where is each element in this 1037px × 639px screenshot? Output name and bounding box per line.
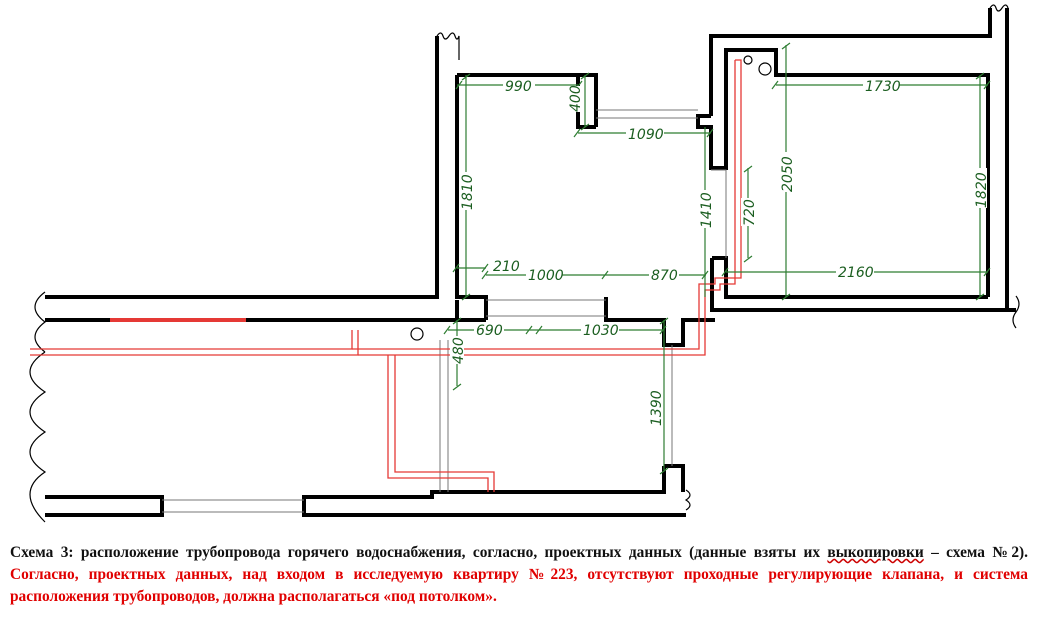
dim-1410: 1410 bbox=[699, 192, 715, 228]
figure-caption: Схема 3: расположение трубопровода горяч… bbox=[10, 542, 1028, 608]
floor-plan-diagram: 990 400 1090 1810 1410 720 2050 1730 182… bbox=[29, 4, 1020, 523]
dim-690: 690 bbox=[476, 323, 503, 339]
riser-circle-corridor bbox=[410, 327, 424, 341]
dim-1820: 1820 bbox=[974, 172, 990, 208]
dimension-lines bbox=[443, 42, 991, 475]
riser-circle-right-small bbox=[743, 55, 753, 65]
dim-2050: 2050 bbox=[780, 156, 796, 192]
dim-480: 480 bbox=[451, 337, 467, 364]
dim-210: 210 bbox=[493, 259, 520, 275]
openings bbox=[162, 109, 727, 513]
caption-red-text: Согласно, проектных данных, над входом в… bbox=[10, 566, 1028, 605]
dim-1730: 1730 bbox=[865, 79, 901, 95]
risers bbox=[410, 55, 772, 341]
dim-1390: 1390 bbox=[649, 390, 665, 426]
dim-720: 720 bbox=[742, 199, 758, 226]
dim-990: 990 bbox=[505, 79, 532, 95]
dim-400: 400 bbox=[568, 85, 584, 112]
caption-squiggly-word: выкопировки bbox=[827, 544, 924, 561]
caption-part1: Схема 3: расположение трубопровода горяч… bbox=[10, 544, 828, 561]
caption-part2: – схема №2). bbox=[923, 544, 1029, 561]
dim-870: 870 bbox=[651, 268, 678, 284]
dim-2160: 2160 bbox=[838, 265, 874, 281]
dim-1090: 1090 bbox=[628, 127, 664, 143]
break-lines bbox=[29, 4, 1020, 523]
dimension-labels: 990 400 1090 1810 1410 720 2050 1730 182… bbox=[450, 79, 990, 426]
dim-1000: 1000 bbox=[528, 268, 564, 284]
hot-water-pipe bbox=[30, 59, 742, 492]
dim-1810: 1810 bbox=[460, 174, 476, 210]
riser-circle-right bbox=[758, 62, 772, 76]
dim-1030: 1030 bbox=[583, 323, 619, 339]
